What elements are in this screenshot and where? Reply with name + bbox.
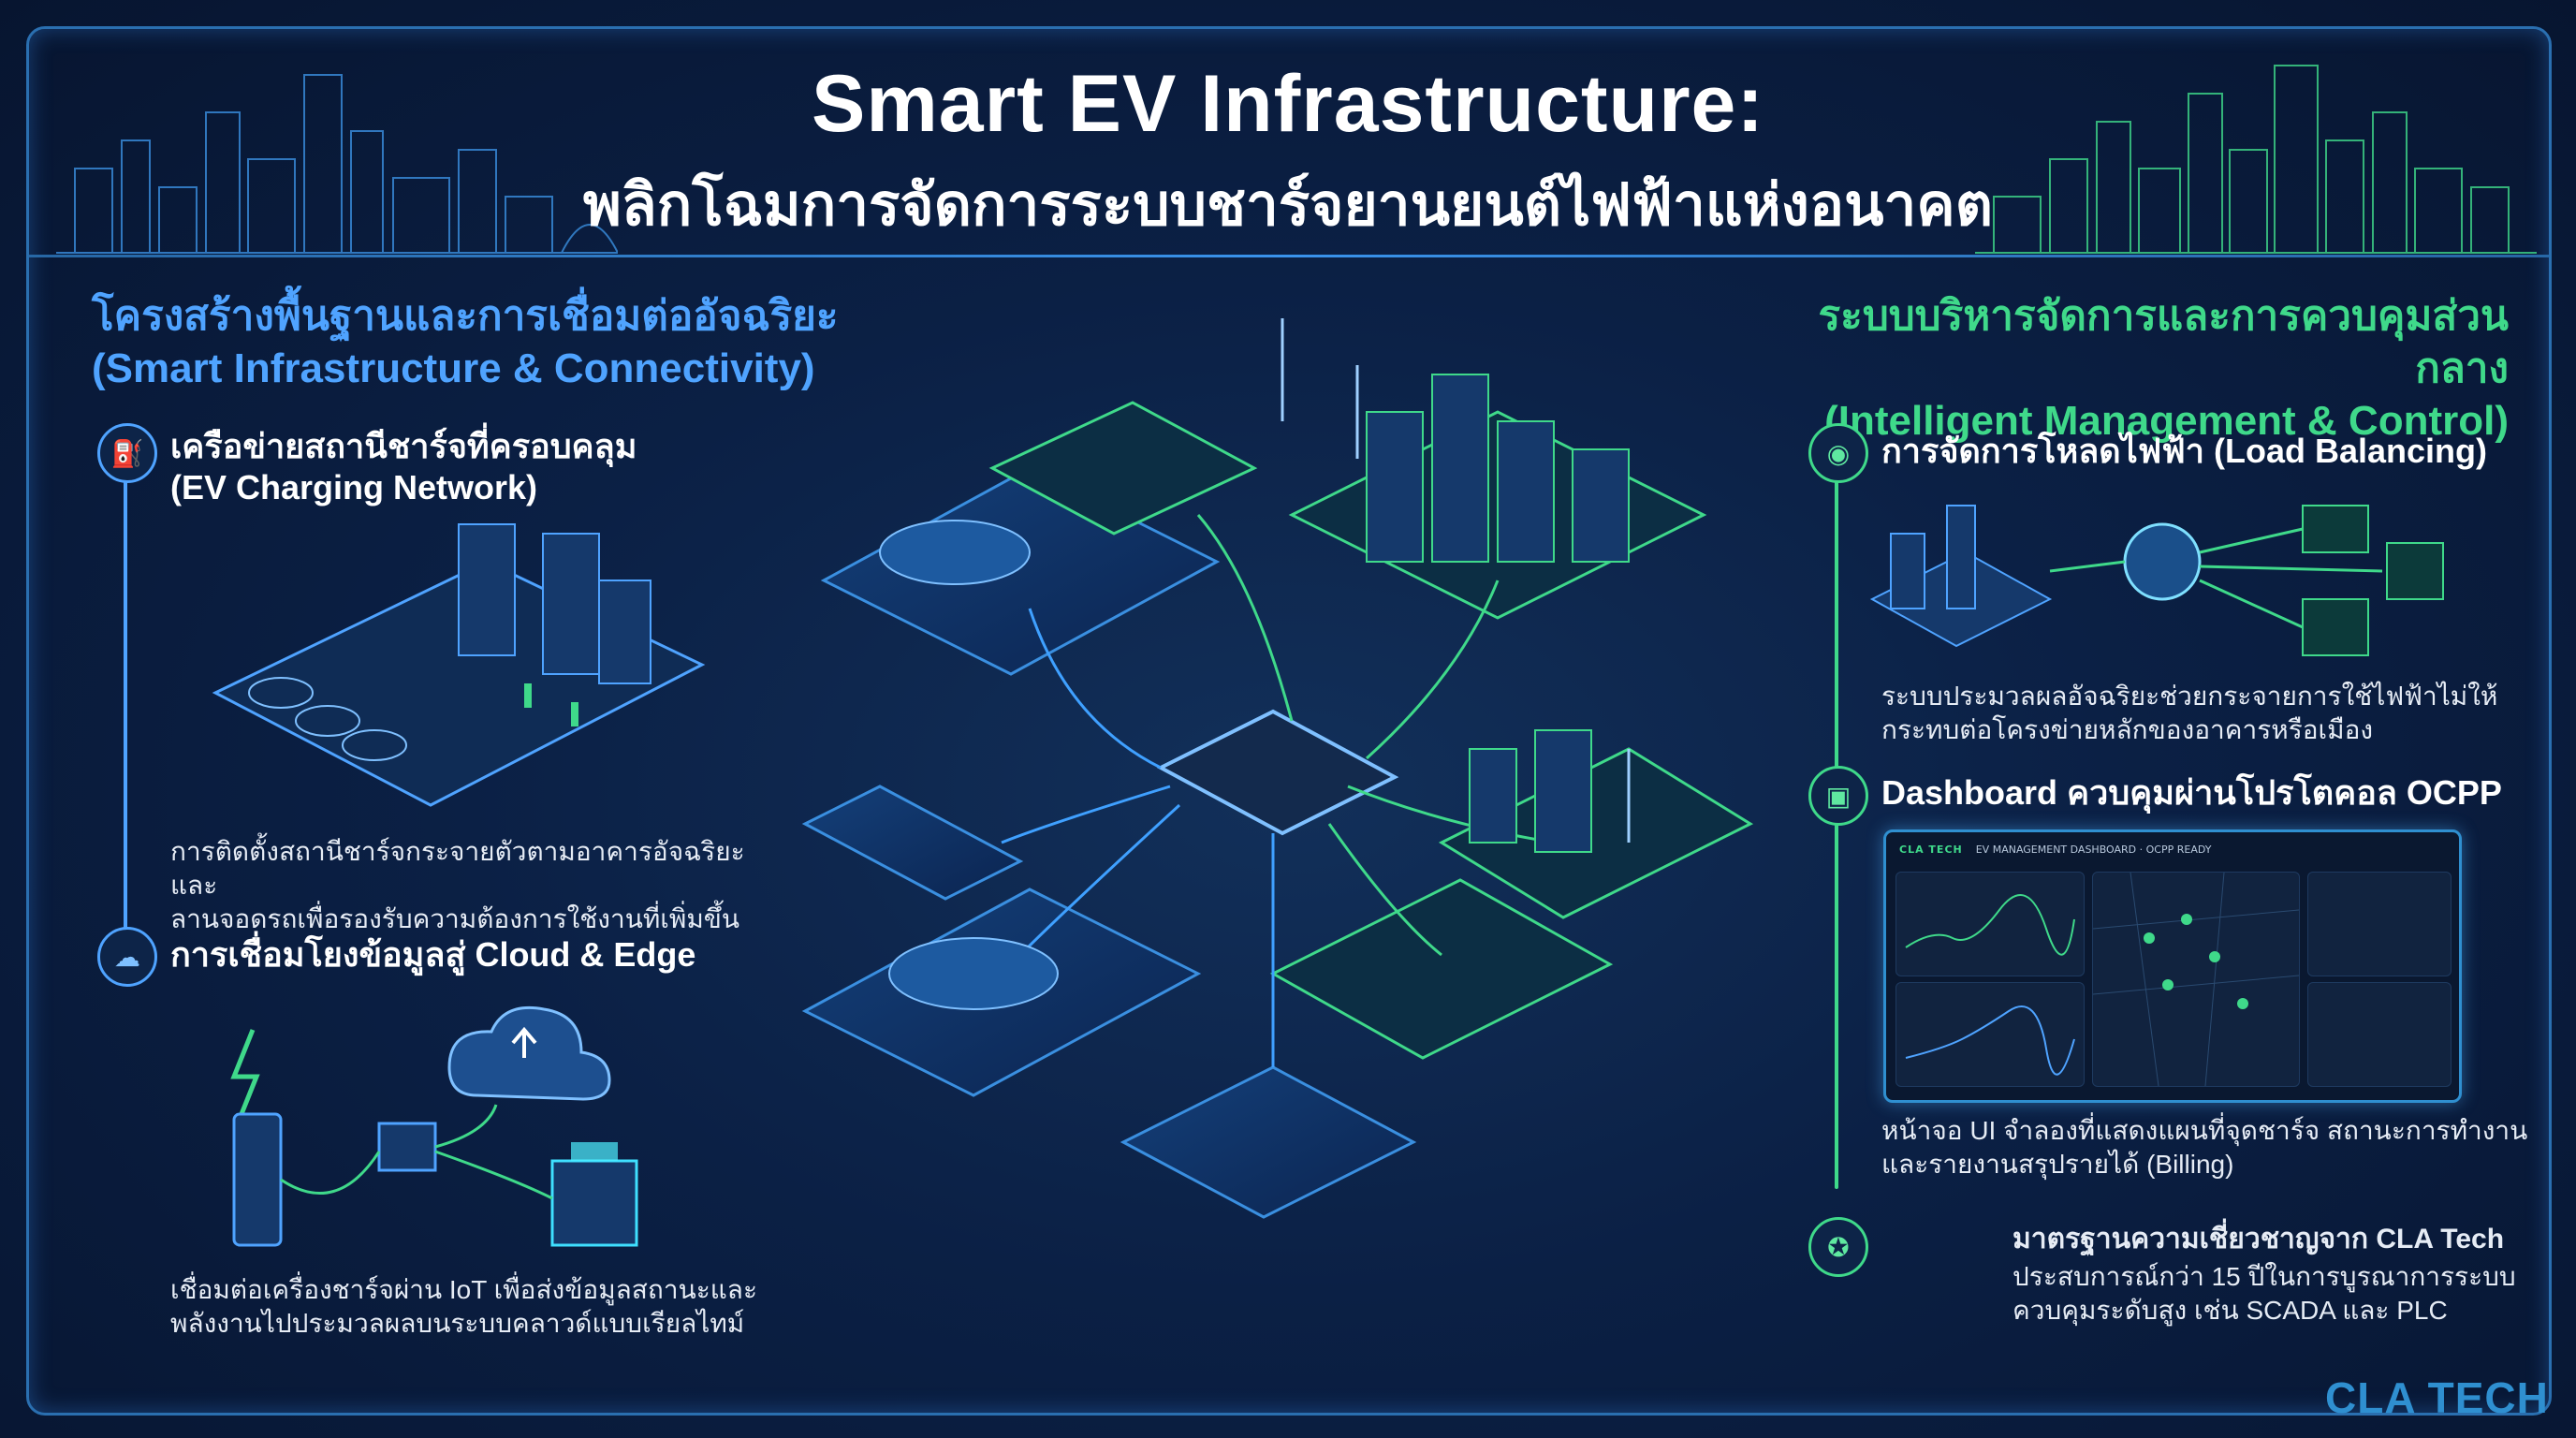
dashboard-description: หน้าจอ UI จำลองที่แสดงแผนที่จุดชาร์จ สถา… [1881,1116,2528,1179]
left-skyline-illustration [56,74,618,254]
cla-tech-logo: CLA TECH [2325,1373,2549,1422]
dashboard-status-panel [2307,982,2452,1087]
dashboard-ocpp-title: Dashboard ควบคุมผ่านโปรโตคอล OCPP [1881,773,2502,812]
right-heading-english: (Intelligent Management & Control) [1824,398,2509,444]
ev-charging-network-description: การติดตั้งสถานีชาร์จกระจายตัวตามอาคารอัจ… [170,837,745,933]
dashboard-mockup: CLA TECH EV MANAGEMENT DASHBOARD · OCPP … [1883,829,2462,1103]
load-balancing-illustration [1869,505,2444,656]
monitor-icon: ▣ [1808,766,1868,826]
dashboard-brand: CLA TECH [1899,843,1963,856]
dashboard-controls-panel [2307,872,2452,976]
load-balancing-description: ระบบประมวลผลอัจฉริยะช่วยกระจายการใช้ไฟฟ้… [1881,682,2498,744]
cloud-iot-illustration [230,1005,638,1247]
central-smart-grid-illustration [801,318,1754,1219]
right-skyline-illustration [1975,65,2537,254]
dashboard-header: CLA TECH EV MANAGEMENT DASHBOARD · OCPP … [1886,832,2459,866]
dashboard-chart-panel-bottom [1895,982,2085,1087]
ev-charger-icon: ⛽ [97,423,157,483]
cloud-edge-description: เชื่อมต่อเครื่องชาร์จผ่าน IoT เพื่อส่งข้… [170,1275,757,1338]
parking-lot-illustration [212,523,706,807]
left-timeline-line [124,477,127,936]
left-heading-english: (Smart Infrastructure & Connectivity) [92,345,815,391]
cloud-edge-title: การเชื่อมโยงข้อมูลสู่ Cloud & Edge [170,935,696,974]
right-heading-thai: ระบบบริหารจัดการและการควบคุมส่วนกลาง [1818,293,2509,391]
dashboard-title: EV MANAGEMENT DASHBOARD · OCPP READY [1975,843,2212,856]
cloud-icon: ☁ [97,927,157,987]
cla-tech-expertise: มาตรฐานความเชี่ยวชาญจาก CLA Tech ประสบกา… [2012,1224,2516,1325]
header-divider [26,255,2552,257]
outer-frame [26,26,2552,1416]
dashboard-chart-panel-top [1895,872,2085,976]
right-timeline-line [1835,477,1838,1189]
right-section-heading: ระบบบริหารจัดการและการควบคุมส่วนกลาง (In… [1732,290,2509,448]
left-section-heading: โครงสร้างพื้นฐานและการเชื่อมต่ออัจฉริยะ … [92,290,841,395]
load-balancing-title: การจัดการโหลดไฟฟ้า (Load Balancing) [1881,432,2487,470]
dashboard-map-panel [2092,872,2300,1087]
left-heading-thai: โครงสร้างพื้นฐานและการเชื่อมต่ออัจฉริยะ [92,293,839,339]
globe-network-icon: ◉ [1808,423,1868,483]
award-badge-icon: ✪ [1808,1217,1868,1277]
page-title: Smart EV Infrastructure: [811,59,1765,149]
page-subtitle: พลิกโฉมการจัดการระบบชาร์จยานยนต์ไฟฟ้าแห่… [582,173,1994,238]
ev-charging-network-title: เครือข่ายสถานีชาร์จที่ครอบคลุม (EV Charg… [170,427,637,506]
